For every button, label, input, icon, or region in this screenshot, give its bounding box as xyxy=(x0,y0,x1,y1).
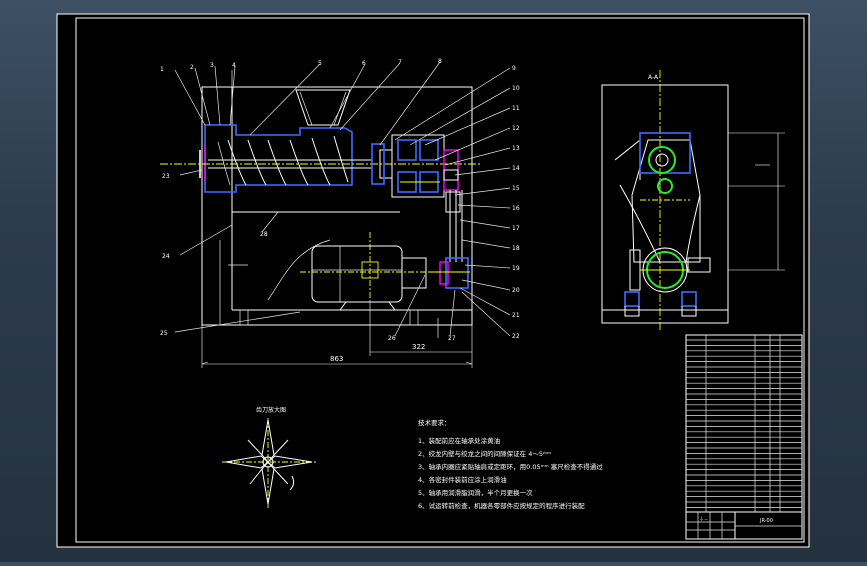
svg-text:14: 14 xyxy=(512,165,520,172)
svg-text:16: 16 xyxy=(512,205,520,212)
tech-note-item: 1、装配前应在轴承处涂黄油 xyxy=(418,436,500,445)
tech-note-item: 6、试运转前检查，机器各零部件应按规定的程序进行装配 xyxy=(418,501,585,510)
svg-text:25: 25 xyxy=(160,330,168,337)
dimension-partial: 322 xyxy=(412,343,425,351)
svg-text:13: 13 xyxy=(512,145,520,152)
tech-notes-title: 技术要求： xyxy=(418,418,451,427)
cutter-detail-view: 齿刀放大图 xyxy=(222,406,318,508)
belt-drive xyxy=(430,190,470,289)
drawing-frame xyxy=(75,17,805,543)
side-view: A-A xyxy=(601,70,785,330)
tech-note-item: 5、轴承用润滑脂润滑，半个月更换一次 xyxy=(418,488,533,497)
parts-list-table: JR-00 ╋ ━ xyxy=(685,334,803,540)
svg-text:3: 3 xyxy=(210,62,214,69)
svg-text:18: 18 xyxy=(512,245,520,252)
auger-screw xyxy=(208,135,372,186)
svg-text:A-A: A-A xyxy=(648,74,659,81)
svg-text:2: 2 xyxy=(190,64,194,71)
svg-text:6: 6 xyxy=(362,60,366,67)
svg-text:28: 28 xyxy=(260,231,268,238)
svg-text:19: 19 xyxy=(512,265,520,272)
screw-chamber xyxy=(204,124,353,193)
svg-text:17: 17 xyxy=(512,225,520,232)
tech-note-item: 3、轴承内圈应紧贴轴肩或定距环，用0.05ᵐᵐ 塞尺检查不得通过 xyxy=(418,462,603,471)
svg-text:8: 8 xyxy=(438,58,442,65)
drawing-sheet xyxy=(56,13,810,548)
svg-text:15: 15 xyxy=(512,185,520,192)
svg-text:1: 1 xyxy=(160,66,164,73)
gear-box xyxy=(371,134,461,213)
svg-text:21: 21 xyxy=(512,312,520,319)
svg-text:26: 26 xyxy=(388,335,396,342)
technical-requirements: 技术要求： 1、装配前应在轴承处涂黄油 2、绞龙内壁与绞龙之间的间隙保证在 4～… xyxy=(418,418,603,510)
dimension-lines xyxy=(201,300,473,368)
feed-hopper xyxy=(295,89,351,126)
svg-text:5: 5 xyxy=(318,60,322,67)
dimension-overall: 863 xyxy=(330,355,343,363)
svg-text:27: 27 xyxy=(448,335,456,342)
svg-text:11: 11 xyxy=(512,105,520,112)
svg-text:23: 23 xyxy=(162,173,170,180)
drawing-number: JR-00 xyxy=(759,518,773,524)
svg-text:20: 20 xyxy=(512,287,520,294)
tech-note-item: 4、各密封件装前应涂上润滑油 xyxy=(418,475,507,484)
svg-text:7: 7 xyxy=(398,59,402,66)
leader-lines xyxy=(174,61,511,338)
svg-text:9: 9 xyxy=(512,65,516,72)
svg-text:22: 22 xyxy=(512,333,520,340)
svg-text:12: 12 xyxy=(512,125,520,132)
svg-text:4: 4 xyxy=(232,62,236,69)
tech-note-item: 2、绞龙内壁与绞龙之间的间隙保证在 4～5ᵐᵐ xyxy=(418,449,551,458)
svg-text:╋ ━: ╋ ━ xyxy=(699,516,709,523)
svg-text:24: 24 xyxy=(162,253,170,260)
title-block xyxy=(685,511,803,540)
svg-text:10: 10 xyxy=(512,85,520,92)
detail-label: 齿刀放大图 xyxy=(256,406,286,414)
driven-pulley xyxy=(648,146,676,174)
electric-motor xyxy=(267,232,440,311)
side-housing xyxy=(601,84,729,324)
